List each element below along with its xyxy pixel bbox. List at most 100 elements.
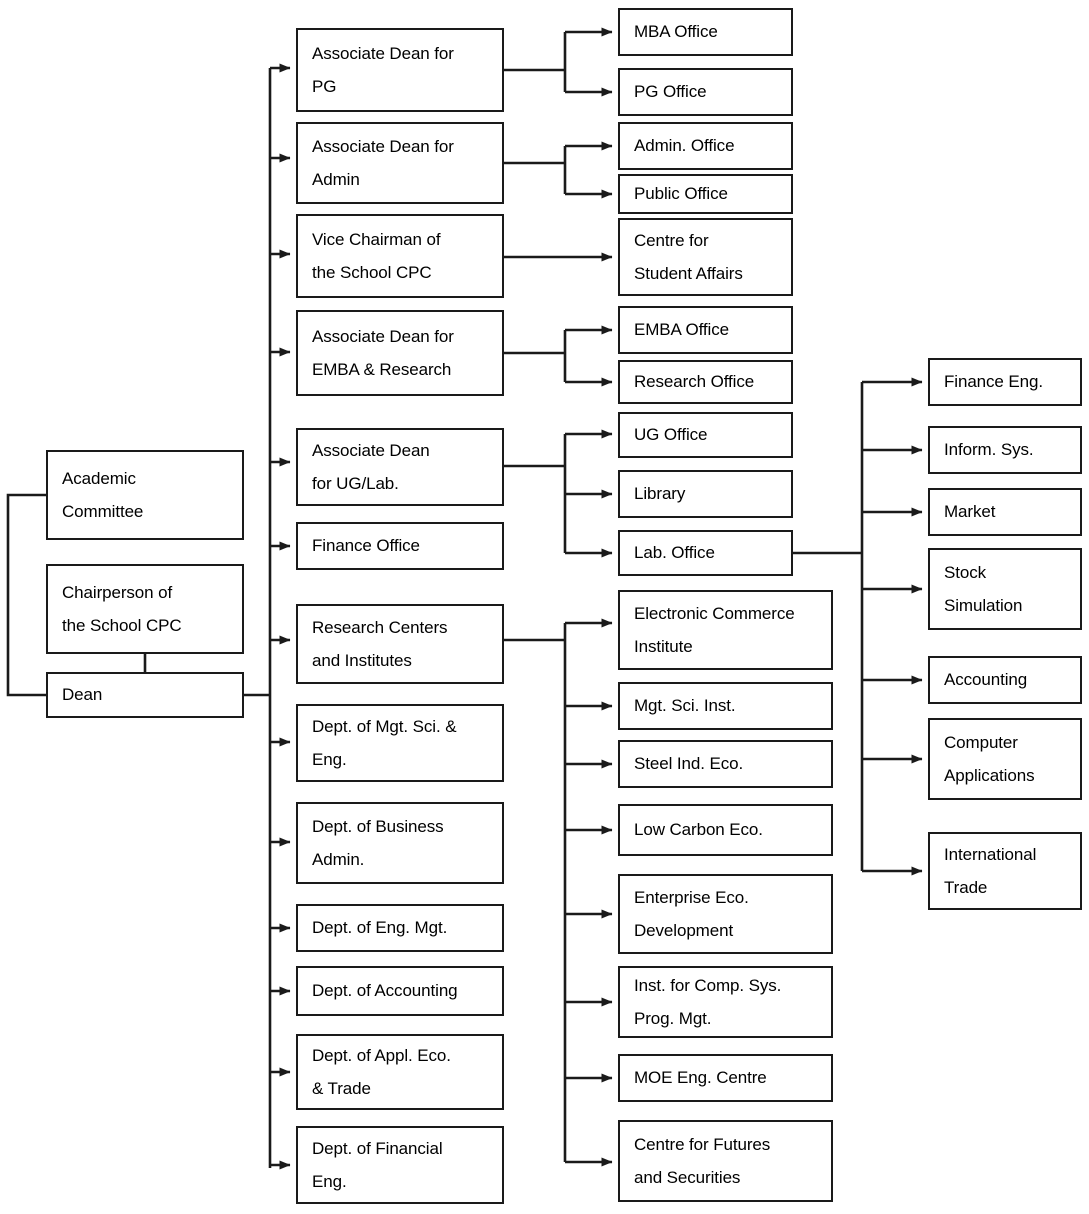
node-label-line: Admin.	[312, 850, 365, 869]
node-low-carbon-eco[interactable]: Low Carbon Eco.	[618, 804, 833, 856]
node-label-line: Electronic Commerce	[634, 603, 795, 623]
node-label-line: Institute	[634, 637, 693, 656]
node-label-line: MOE Eng. Centre	[634, 1068, 767, 1088]
node-label-line: Admin. Office	[634, 136, 735, 156]
node-label-line: PG Office	[634, 82, 707, 102]
node-label-line: the School CPC	[312, 263, 432, 282]
node-label-line: Associate Dean for	[312, 326, 454, 346]
node-moe-eng-centre[interactable]: MOE Eng. Centre	[618, 1054, 833, 1102]
node-enterprise-eco-development[interactable]: Enterprise Eco. Development	[618, 874, 833, 954]
node-label-line: Centre for Futures	[634, 1134, 771, 1154]
node-public-office[interactable]: Public Office	[618, 174, 793, 214]
node-library[interactable]: Library	[618, 470, 793, 518]
node-dept-accounting[interactable]: Dept. of Accounting	[296, 966, 504, 1016]
node-label-line: Associate Dean for	[312, 43, 454, 63]
node-label-line: PG	[312, 77, 337, 96]
node-inform-sys[interactable]: Inform. Sys.	[928, 426, 1082, 474]
node-label-line: Mgt. Sci. Inst.	[634, 696, 736, 716]
node-label-line: Dept. of Eng. Mgt.	[312, 918, 448, 938]
node-label-line: Computer	[944, 732, 1018, 752]
node-vice-chairman-school-cpc[interactable]: Vice Chairman of the School CPC	[296, 214, 504, 298]
node-label-line: Centre for	[634, 230, 709, 250]
node-label-line: Research Centers	[312, 617, 448, 637]
node-label-line: Public Office	[634, 184, 728, 204]
node-finance-office[interactable]: Finance Office	[296, 522, 504, 570]
node-label-line: Dean	[62, 685, 103, 705]
node-label-line: Dept. of Appl. Eco.	[312, 1045, 451, 1065]
node-research-centers-institutes[interactable]: Research Centers and Institutes	[296, 604, 504, 684]
node-dean[interactable]: Dean	[46, 672, 244, 718]
node-inst-comp-sys-prog-mgt[interactable]: Inst. for Comp. Sys. Prog. Mgt.	[618, 966, 833, 1038]
node-label-line: Simulation	[944, 596, 1023, 615]
node-mgt-sci-inst[interactable]: Mgt. Sci. Inst.	[618, 682, 833, 730]
node-label-line: Inst. for Comp. Sys.	[634, 975, 782, 995]
node-label-line: Finance Eng.	[944, 372, 1043, 392]
node-label-line: Lab. Office	[634, 543, 715, 563]
node-label-line: Research Office	[634, 372, 755, 392]
node-label-line: Vice Chairman of	[312, 229, 441, 249]
node-label-line: Low Carbon Eco.	[634, 820, 763, 840]
node-label-line: Student Affairs	[634, 264, 743, 283]
node-dept-eng-mgt[interactable]: Dept. of Eng. Mgt.	[296, 904, 504, 952]
node-label-line: and Institutes	[312, 651, 412, 670]
node-dept-mgt-sci-eng[interactable]: Dept. of Mgt. Sci. & Eng.	[296, 704, 504, 782]
node-label-line: Associate Dean	[312, 440, 430, 460]
node-centre-futures-securities[interactable]: Centre for Futures and Securities	[618, 1120, 833, 1202]
node-label-line: Accounting	[944, 670, 1028, 690]
node-ug-office[interactable]: UG Office	[618, 412, 793, 458]
node-label-line: Dept. of Mgt. Sci. &	[312, 716, 457, 736]
node-finance-eng[interactable]: Finance Eng.	[928, 358, 1082, 406]
node-label-line: Academic	[62, 468, 136, 488]
node-market[interactable]: Market	[928, 488, 1082, 536]
node-chairperson-school-cpc[interactable]: Chairperson of the School CPC	[46, 564, 244, 654]
node-label-line: Stock	[944, 562, 987, 582]
node-label-line: Committee	[62, 502, 144, 521]
node-label-line: Prog. Mgt.	[634, 1009, 712, 1028]
node-label-line: MBA Office	[634, 22, 718, 42]
node-label-line: Enterprise Eco.	[634, 887, 749, 907]
node-dept-appl-eco-trade[interactable]: Dept. of Appl. Eco. & Trade	[296, 1034, 504, 1110]
node-label-line: Associate Dean for	[312, 136, 454, 156]
node-label-line: EMBA & Research	[312, 360, 452, 379]
node-label-line: Market	[944, 502, 996, 522]
node-emba-office[interactable]: EMBA Office	[618, 306, 793, 354]
node-pg-office[interactable]: PG Office	[618, 68, 793, 116]
node-label-line: Steel Ind. Eco.	[634, 754, 744, 774]
node-label-line: Dept. of Accounting	[312, 981, 458, 1001]
node-research-office[interactable]: Research Office	[618, 360, 793, 404]
node-label-line: EMBA Office	[634, 320, 729, 340]
node-label-line: UG Office	[634, 425, 708, 445]
node-associate-dean-ug-lab[interactable]: Associate Dean for UG/Lab.	[296, 428, 504, 506]
node-steel-ind-eco[interactable]: Steel Ind. Eco.	[618, 740, 833, 788]
node-lab-office[interactable]: Lab. Office	[618, 530, 793, 576]
node-label-line: & Trade	[312, 1079, 371, 1098]
node-label-line: Eng.	[312, 750, 347, 769]
node-accounting-lab[interactable]: Accounting	[928, 656, 1082, 704]
node-label-line: Admin	[312, 170, 360, 189]
node-label-line: Development	[634, 921, 734, 940]
node-label-line: for UG/Lab.	[312, 474, 399, 493]
node-mba-office[interactable]: MBA Office	[618, 8, 793, 56]
node-label-line: Applications	[944, 766, 1035, 785]
node-label-line: the School CPC	[62, 616, 182, 635]
node-label-line: and Securities	[634, 1168, 741, 1187]
node-admin-office[interactable]: Admin. Office	[618, 122, 793, 170]
node-label-line: International	[944, 844, 1037, 864]
node-label-line: Dept. of Financial	[312, 1138, 443, 1158]
node-label-line: Dept. of Business	[312, 816, 444, 836]
node-label-line: Trade	[944, 878, 988, 897]
node-label-line: Chairperson of	[62, 582, 173, 602]
node-label-line: Inform. Sys.	[944, 440, 1034, 460]
